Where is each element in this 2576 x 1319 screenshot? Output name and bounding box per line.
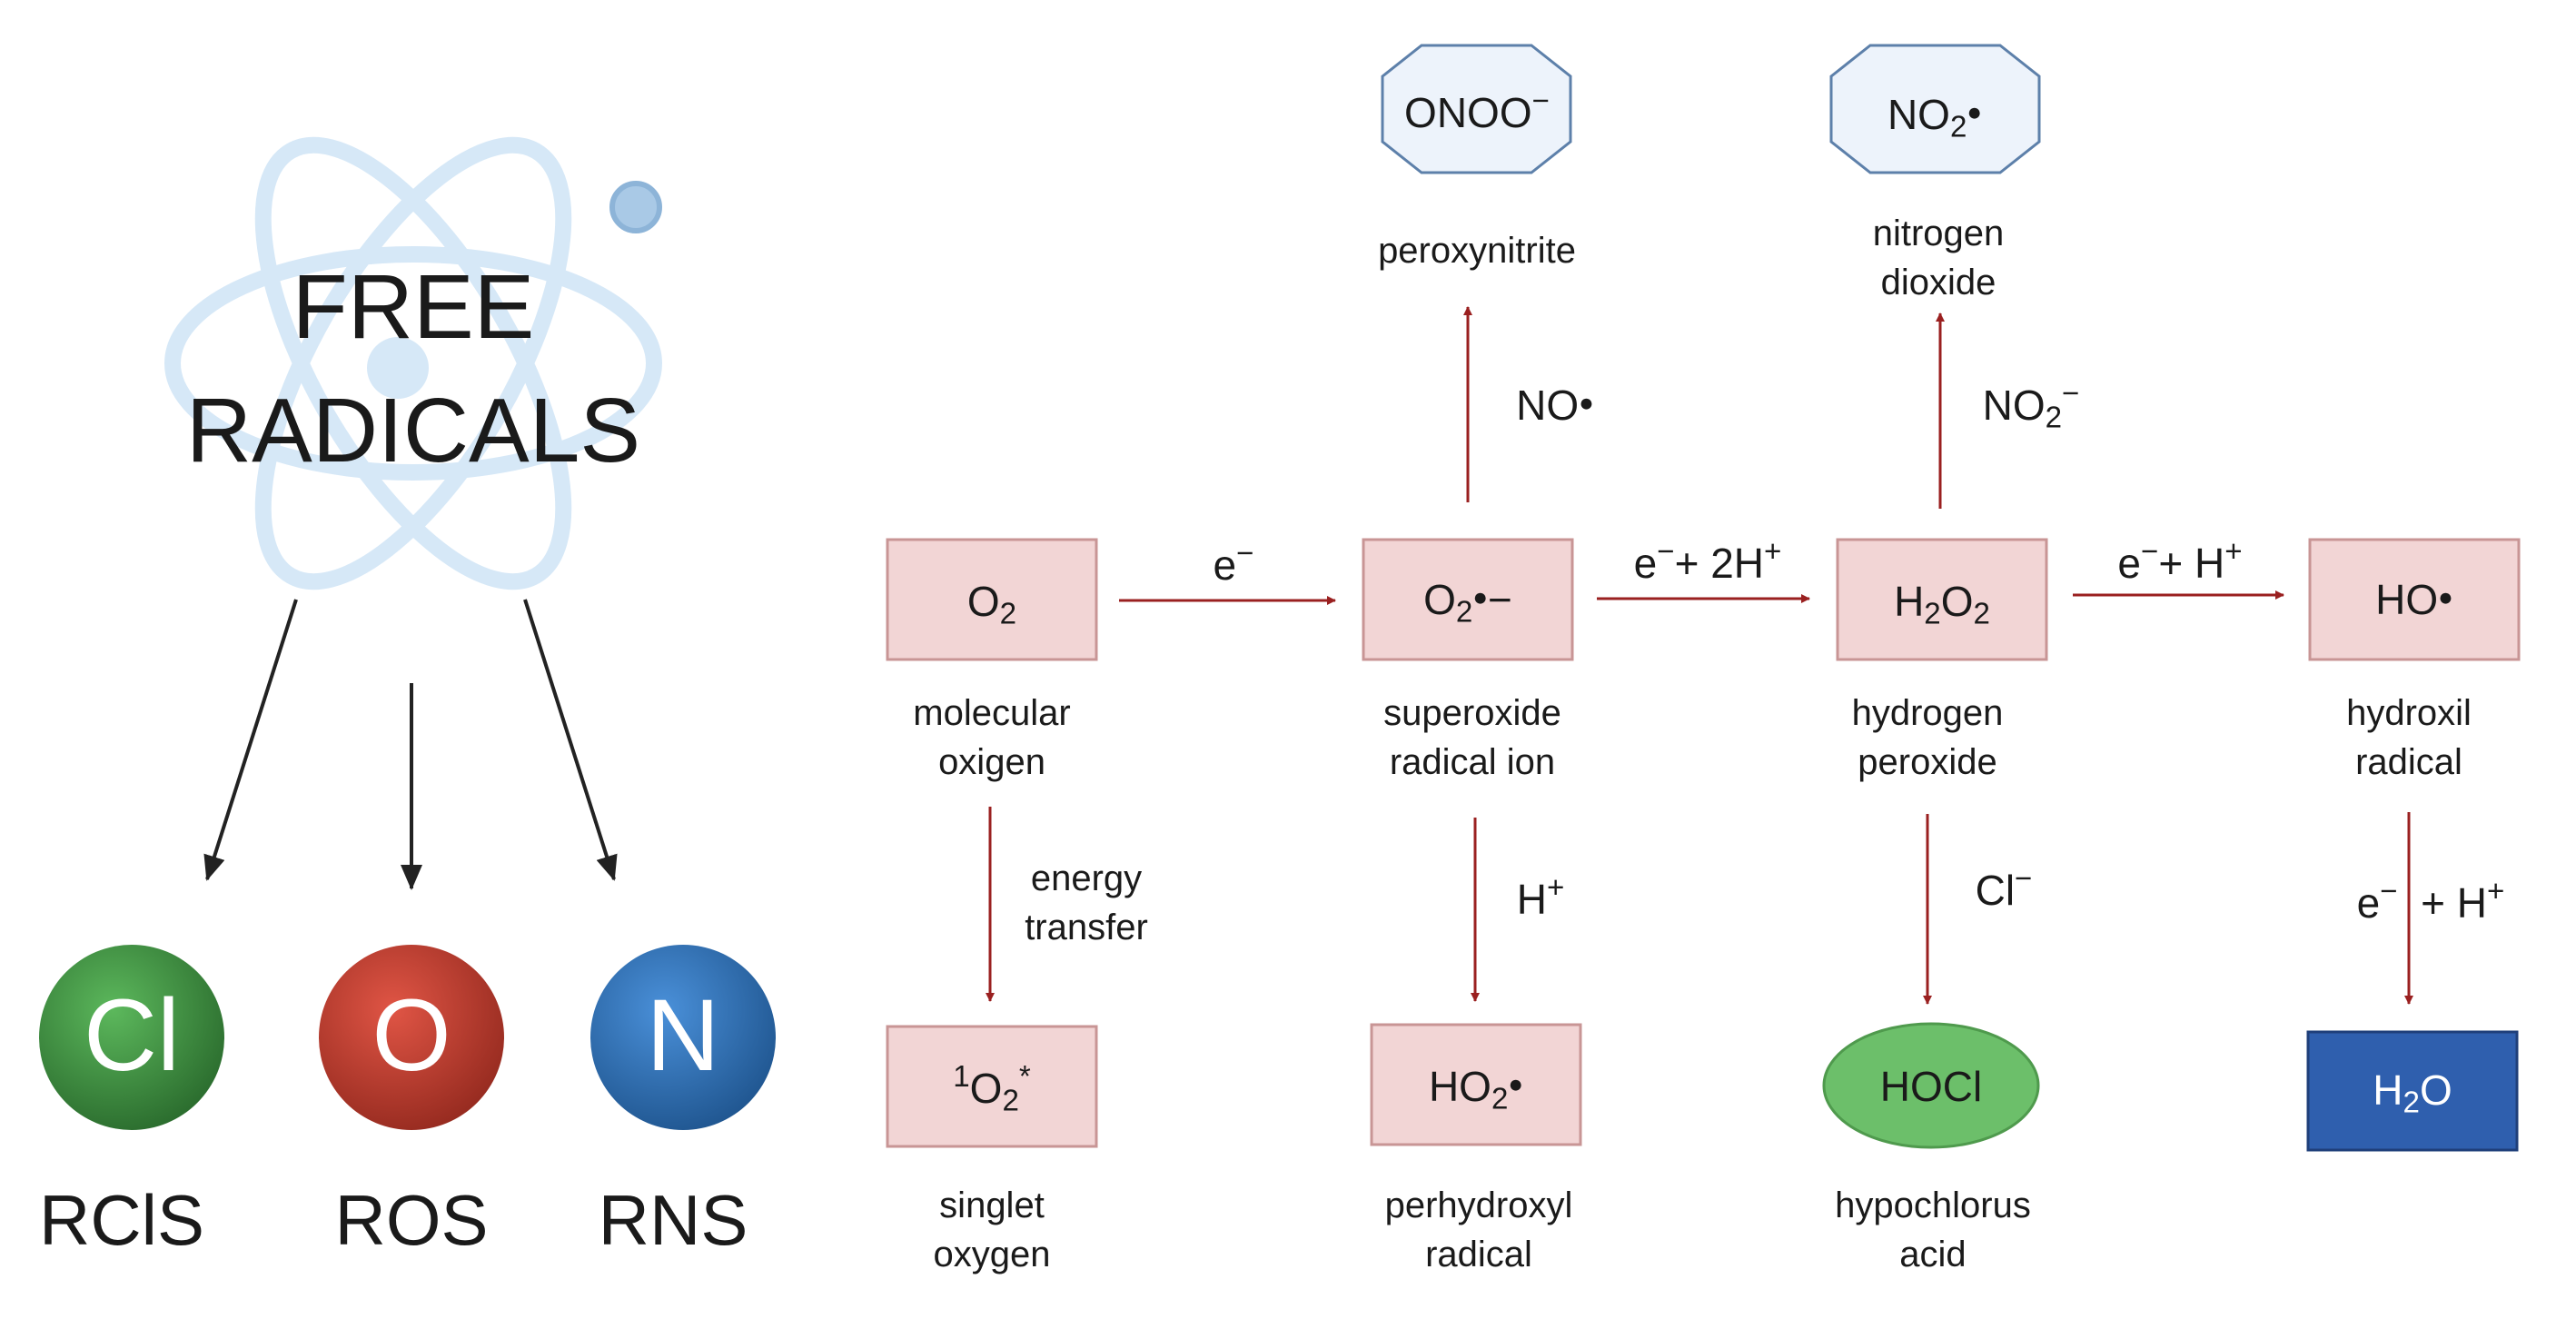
perhydroxyl-name-line-1: perhydroxyl: [1384, 1185, 1573, 1225]
group-label-rns: RNS: [598, 1180, 748, 1260]
hocl-formula: HOCl: [1879, 1063, 1983, 1110]
singlet-oxygen-name: singlet oxygen: [934, 1181, 1051, 1279]
nitrogen-dioxide-name-line-1: nitrogen: [1872, 213, 2005, 253]
nitrogen-symbol: N: [646, 978, 720, 1092]
arrow-to-rcls: [203, 599, 298, 881]
arrow-to-rns: [523, 599, 618, 881]
reagent-energy-transfer: energy transfer: [1025, 854, 1148, 952]
hocl-name: hypochlorus acid: [1835, 1181, 2031, 1279]
hydroxyl-name-line-1: hydroxil: [2346, 693, 2472, 733]
hocl-ellipse: [1822, 1022, 2040, 1149]
reagent-electron: e−: [1213, 536, 1254, 589]
singlet-oxygen-formula: 1O2*: [953, 1059, 1031, 1118]
reagent-nitric-oxide: NO●: [1516, 382, 1594, 429]
peroxynitrite-name: peroxynitrite: [1378, 226, 1576, 275]
peroxynitrite-formula: ONOO−: [1404, 84, 1550, 136]
free-radicals-title: FREE RADICALS: [186, 245, 640, 492]
h2o2-formula: H2O2: [1894, 578, 1990, 631]
nitrogen-dioxide-formula: NO2●: [1887, 91, 1983, 144]
hydroxyl-box: [2308, 538, 2521, 661]
nitrogen-dioxide-hexagon: [1829, 44, 2041, 174]
o2-box: [886, 538, 1098, 661]
perhydroxyl-name: perhydroxyl radical: [1385, 1181, 1573, 1279]
superoxide-name: superoxide radical ion: [1383, 689, 1561, 787]
nitrogen-sphere: [590, 945, 776, 1130]
o2-name-line-2: oxigen: [938, 742, 1045, 782]
singlet-oxygen-name-line-1: singlet: [939, 1185, 1045, 1225]
reagent-electron-h: e−+ H+: [2117, 534, 2243, 587]
h2o2-name-line-2: peroxide: [1858, 742, 1997, 782]
reagent-electron-2h: e−+ 2H+: [1633, 534, 1782, 587]
energy-transfer-line-2: transfer: [1025, 907, 1148, 947]
hocl-name-line-1: hypochlorus: [1835, 1185, 2031, 1225]
o2-name: molecular oxigen: [913, 689, 1070, 787]
peroxynitrite-hexagon: [1381, 44, 1572, 174]
hydroxyl-name: hydroxil radical: [2346, 689, 2472, 787]
h2o2-name-line-1: hydrogen: [1851, 693, 2004, 733]
hydroxyl-formula: HO●: [2375, 576, 2453, 623]
chlorine-sphere: [39, 945, 224, 1130]
water-box: [2306, 1030, 2519, 1152]
hydroxyl-name-line-2: radical: [2355, 742, 2462, 782]
perhydroxyl-box: [1370, 1023, 1582, 1146]
nitrogen-dioxide-name: nitrogen dioxide: [1873, 209, 2005, 307]
water-formula: H2O: [2373, 1066, 2452, 1120]
reagent-proton: H+: [1516, 870, 1565, 923]
singlet-oxygen-name-line-2: oxygen: [933, 1235, 1051, 1274]
atom-icon: [164, 136, 662, 590]
group-label-rcls: RClS: [38, 1180, 205, 1260]
superoxide-formula: O2●−: [1423, 576, 1512, 630]
perhydroxyl-name-line-2: radical: [1425, 1235, 1532, 1274]
o2-name-line-1: molecular: [913, 693, 1071, 733]
peroxynitrite-name-line-1: peroxynitrite: [1378, 231, 1576, 271]
oxygen-symbol: O: [372, 978, 451, 1092]
reagent-nitrite: NO2−: [1982, 376, 2080, 435]
energy-transfer-line-1: energy: [1030, 858, 1143, 898]
nitrogen-dioxide-name-line-2: dioxide: [1880, 263, 1996, 302]
reagent-chloride: Cl−: [1975, 861, 2033, 914]
superoxide-name-line-2: radical ion: [1389, 742, 1556, 782]
reagent-electron-h-down: e− + H+: [2356, 874, 2505, 927]
title-line-1: FREE: [292, 256, 535, 358]
title-line-2: RADICALS: [185, 380, 641, 481]
oxygen-sphere: [319, 945, 504, 1130]
group-label-ros: ROS: [334, 1180, 489, 1260]
h2o2-box: [1836, 538, 2048, 661]
superoxide-box: [1362, 538, 1574, 661]
o2-formula: O2: [966, 578, 1017, 631]
superoxide-name-line-1: superoxide: [1383, 693, 1561, 733]
hocl-name-line-2: acid: [1899, 1235, 1967, 1274]
h2o2-name: hydrogen peroxide: [1852, 689, 2004, 787]
singlet-oxygen-box: [886, 1025, 1098, 1148]
perhydroxyl-formula: HO2●: [1428, 1063, 1524, 1116]
chlorine-symbol: Cl: [84, 978, 180, 1092]
